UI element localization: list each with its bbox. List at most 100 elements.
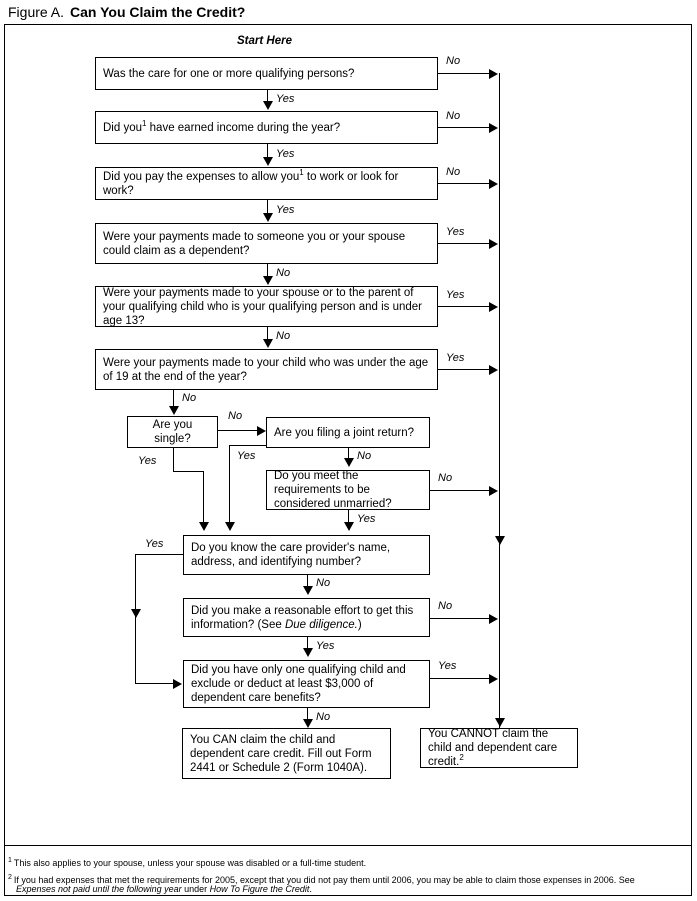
- edge-q7-no-arrow: [257, 426, 266, 436]
- edge-label-q9-no: No: [438, 472, 453, 484]
- edge-label-q1-yes: Yes: [276, 93, 295, 105]
- trunk-bottom-arrow: [495, 718, 505, 727]
- figure-border: [4, 24, 692, 896]
- edge-label-q11-no: No: [438, 600, 453, 612]
- edge-q11-yes-line: [307, 637, 308, 649]
- start-here-label: Start Here: [237, 35, 292, 47]
- page-title: Figure A. Can You Claim the Credit?: [8, 4, 245, 20]
- edge-q1-yes-line: [267, 90, 268, 102]
- footnote-2-line2: Expenses not paid until the following ye…: [16, 884, 312, 896]
- node-q1[interactable]: Was the care for one or more qualifying …: [95, 57, 438, 90]
- figure-title-text: Can You Claim the Credit?: [70, 4, 246, 20]
- edge-q12-yes-arrow: [489, 674, 498, 684]
- edge-q10-no-arrow: [303, 586, 313, 595]
- node-q10[interactable]: Do you know the care provider's name, ad…: [183, 535, 430, 575]
- edge-label-q10-no: No: [316, 577, 331, 589]
- footnote-2-line1: If you had expenses that met the require…: [13, 875, 635, 885]
- node-q6-text: Were your payments made to your child wh…: [103, 356, 429, 383]
- edge-q11-yes-arrow: [303, 648, 313, 657]
- edge-q8-yes-h: [229, 445, 267, 446]
- edge-q10-yes-v: [135, 554, 136, 683]
- edge-q11-no-arrow: [489, 614, 498, 624]
- footnote-2-italic-2: How To Figure the Credit: [209, 884, 310, 894]
- result-cannot-text: You CANNOT claim the child and dependent…: [428, 728, 558, 768]
- node-q12[interactable]: Did you have only one qualifying child a…: [183, 660, 430, 708]
- edge-label-q8-no: No: [357, 450, 372, 462]
- node-q4[interactable]: Were your payments made to someone you o…: [95, 223, 438, 264]
- edge-q1-yes-arrow: [263, 101, 273, 110]
- edge-q11-no-line: [430, 618, 490, 619]
- edge-q8-no-line: [348, 448, 349, 459]
- edge-q6-yes-line: [438, 369, 490, 370]
- edge-q6-no-arrow: [169, 406, 179, 415]
- edge-q4-yes-line: [438, 243, 490, 244]
- footnote-1-mark: 1: [8, 857, 12, 864]
- result-can-text: You CAN claim the child and dependent ca…: [190, 733, 372, 774]
- edge-q1-no-arrow: [489, 69, 498, 79]
- edge-q3-no-arrow: [489, 179, 498, 189]
- edge-q7-no-line: [218, 430, 258, 431]
- node-q2[interactable]: Did you1 have earned income during the y…: [95, 111, 438, 144]
- node-q5[interactable]: Were your payments made to your spouse o…: [95, 286, 438, 327]
- node-q3[interactable]: Did you pay the expenses to allow you1 t…: [95, 167, 438, 200]
- edge-q5-no-arrow: [263, 339, 273, 348]
- edge-q2-no-line: [438, 127, 490, 128]
- node-result-can[interactable]: You CAN claim the child and dependent ca…: [182, 728, 391, 779]
- edge-label-q6-no: No: [182, 392, 197, 404]
- node-q8[interactable]: Are you filing a joint return?: [266, 417, 430, 448]
- footnote-2-italic-1: Expenses not paid until the following ye…: [16, 884, 182, 894]
- edge-q4-no-line: [267, 264, 268, 277]
- node-q9[interactable]: Do you meet the requirements to be consi…: [266, 470, 430, 510]
- footnote-2-mid: under: [181, 884, 210, 894]
- edge-q3-no-line: [438, 183, 490, 184]
- edge-q5-yes-arrow: [489, 302, 498, 312]
- edge-q5-yes-line: [438, 306, 490, 307]
- edge-label-q10-yes: Yes: [145, 538, 164, 550]
- edge-q9-no-arrow: [489, 486, 498, 496]
- edge-label-q12-no: No: [316, 711, 331, 723]
- node-q2-text: Did you1 have earned income during the y…: [103, 118, 341, 134]
- trunk-line-right: [499, 73, 500, 728]
- edge-q3-yes-line: [267, 200, 268, 214]
- edge-label-q1-no: No: [446, 55, 461, 67]
- edge-label-q3-no: No: [446, 166, 461, 178]
- edge-q12-no-arrow: [303, 719, 313, 728]
- edge-q10-yes-arrow: [173, 679, 182, 689]
- edge-q10-yes-h2: [135, 683, 174, 684]
- edge-q9-no-line: [430, 490, 490, 491]
- edge-label-q8-yes: Yes: [237, 450, 256, 462]
- edge-q12-yes-line: [430, 678, 490, 679]
- edge-q9-yes-arrow: [344, 522, 354, 531]
- edge-q10-yes-h1: [135, 554, 183, 555]
- edge-label-q9-yes: Yes: [357, 513, 376, 525]
- node-q7[interactable]: Are you single?: [127, 416, 218, 448]
- edge-q8-no-arrow: [344, 458, 354, 467]
- edge-label-q3-yes: Yes: [276, 204, 295, 216]
- edge-q12-no-line: [307, 708, 308, 720]
- node-q12-text: Did you have only one qualifying child a…: [191, 664, 406, 704]
- node-result-cannot[interactable]: You CANNOT claim the child and dependent…: [420, 728, 578, 768]
- edge-q4-no-arrow: [263, 276, 273, 285]
- edge-label-q7-no: No: [228, 410, 243, 422]
- edge-label-q7-yes: Yes: [138, 455, 157, 467]
- node-q8-text: Are you filing a joint return?: [274, 426, 414, 439]
- edge-q6-no-line: [173, 390, 174, 407]
- edge-label-q5-yes: Yes: [446, 289, 465, 301]
- edge-q5-no-line: [267, 327, 268, 340]
- edge-q9-yes-line: [348, 510, 349, 523]
- edge-q2-no-arrow: [489, 123, 498, 133]
- edge-q10-yes-mid-arrow: [131, 609, 141, 618]
- node-q3-text: Did you pay the expenses to allow you1 t…: [103, 167, 399, 197]
- figure-label: Figure A.: [8, 4, 65, 20]
- node-q11[interactable]: Did you make a reasonable effort to get …: [183, 598, 430, 637]
- edge-q7-yes-v2: [203, 471, 204, 523]
- node-q5-text: Were your payments made to your spouse o…: [103, 286, 422, 327]
- trunk-mid-arrow: [495, 536, 505, 545]
- node-q6[interactable]: Were your payments made to your child wh…: [95, 349, 438, 390]
- edge-label-q2-no: No: [446, 110, 461, 122]
- edge-label-q6-yes: Yes: [446, 352, 465, 364]
- footnote-divider: [5, 845, 691, 846]
- edge-q8-yes-v: [229, 445, 230, 523]
